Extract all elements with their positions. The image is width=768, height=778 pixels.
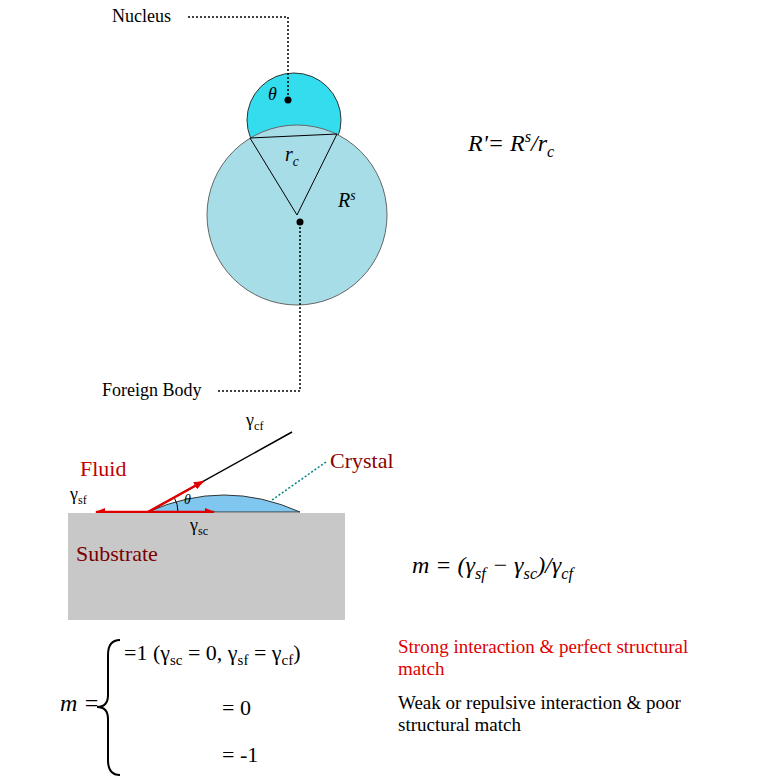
math-index: c — [293, 154, 299, 169]
label-text: r — [285, 143, 293, 165]
text-group: =1 (γsc = 0, γsf = γcf) — [124, 640, 300, 669]
math-index: c — [547, 142, 554, 161]
label-text: = 0 — [222, 695, 251, 720]
label-text: Strong interaction & perfect structural … — [398, 636, 688, 679]
label-text: Crystal — [330, 448, 394, 473]
tension-arrow — [148, 482, 203, 513]
text-group: m = (γsf − γsc)/γcf — [412, 552, 573, 583]
crystal-cap — [148, 495, 300, 512]
label-text: R — [338, 189, 350, 211]
math-index: sc — [198, 524, 208, 538]
text-group: Crystal — [330, 448, 394, 473]
tangent-line — [148, 432, 292, 512]
label-text: Foreign Body — [102, 380, 202, 400]
label-text: m = (γ — [412, 552, 475, 578]
label-text: γ — [190, 515, 198, 535]
leader-dot — [297, 219, 304, 226]
leader-dot — [285, 97, 292, 104]
math-index: sf — [238, 652, 249, 668]
label-text: = -1 — [222, 742, 258, 767]
substrate-label: Substrate — [76, 541, 158, 567]
math-index: cf — [254, 419, 264, 433]
math-index: sf — [475, 564, 486, 583]
label-text: θ — [268, 84, 277, 104]
text-group: Fluid — [80, 456, 126, 481]
math-index: cf — [561, 564, 573, 583]
foreign-body-circle — [207, 125, 387, 305]
text-group: Rs — [338, 188, 356, 212]
label-text: Weak or repulsive interaction & poor str… — [398, 692, 681, 735]
text-group: = 0 — [222, 695, 251, 720]
math-index: s — [350, 188, 355, 203]
text-group: = -1 — [222, 742, 258, 767]
math-index: sc — [170, 652, 182, 668]
text-group: rc — [285, 143, 299, 169]
label-text: = 0, γ — [188, 640, 238, 665]
label-text: = γ — [254, 640, 282, 665]
label-text: γ — [70, 484, 78, 504]
label-text: ) — [293, 640, 300, 665]
text-group: Weak or repulsive interaction & poor str… — [398, 692, 738, 736]
brace — [97, 640, 120, 775]
angle-arc — [174, 497, 178, 512]
label-text: )/γ — [537, 552, 561, 578]
chord-line — [250, 134, 337, 138]
math-index: cf — [282, 652, 294, 668]
label-text: R — [510, 130, 525, 156]
label-text: γ — [246, 410, 254, 430]
label-text: Nucleus — [112, 6, 171, 26]
text-group: θ — [268, 84, 277, 105]
text-group: γcf — [246, 410, 263, 433]
text-group: R'=Rs/rc — [468, 128, 554, 161]
label-text: / — [531, 130, 538, 156]
label-text: θ — [184, 492, 191, 507]
text-group: Foreign Body — [102, 380, 202, 401]
text-group: γsc — [190, 515, 208, 538]
leader-line — [218, 222, 300, 391]
radius-line — [250, 138, 297, 215]
label-text: =1 (γ — [124, 640, 170, 665]
text-group: Strong interaction & perfect structural … — [398, 636, 738, 680]
text-group: θ — [184, 492, 191, 508]
label-text: R'= — [468, 130, 504, 156]
math-index: sc — [524, 564, 538, 583]
math-index: s — [525, 127, 531, 146]
text-group: γsf — [70, 484, 87, 507]
text-group: Nucleus — [112, 6, 171, 27]
label-text: m = — [60, 690, 100, 716]
label-text: − γ — [492, 552, 524, 578]
label-text: Fluid — [80, 456, 126, 481]
label-text: r — [538, 130, 547, 156]
leader-line — [272, 462, 326, 500]
math-index: sf — [78, 493, 87, 507]
radius-line — [297, 134, 337, 215]
text-group: m = — [60, 690, 100, 718]
